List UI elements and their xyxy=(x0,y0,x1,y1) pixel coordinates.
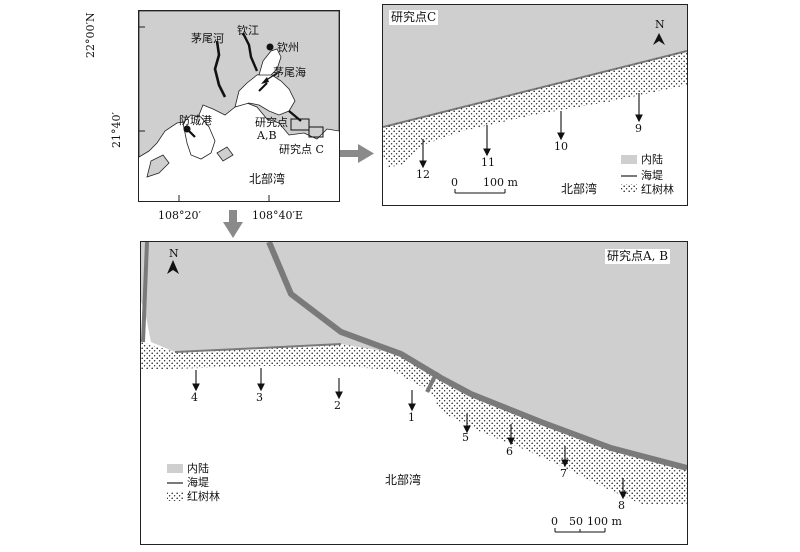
scale-mid: 50 xyxy=(569,515,583,528)
site-c-map xyxy=(383,5,687,194)
site-c-north: N xyxy=(655,18,665,31)
site-c-title: 研究点C xyxy=(389,10,439,26)
station-label: 8 xyxy=(618,499,625,512)
lon-label-left: 108°20′ xyxy=(158,209,201,222)
panel-site-c: 研究点C N 12 11 10 9 0 100 m 北部湾 内陆 海堤 红树林 xyxy=(382,4,688,206)
inset-coastline xyxy=(139,11,339,201)
legend-mangrove: 红树林 xyxy=(641,183,674,196)
connector-arrow-right xyxy=(330,144,374,163)
station-label: 5 xyxy=(462,431,469,444)
station-label: 3 xyxy=(256,391,263,404)
station-label: 11 xyxy=(481,156,495,169)
legend-land: 内陆 xyxy=(187,462,209,475)
site-ab-gulf: 北部湾 xyxy=(385,473,422,487)
site-ab-map xyxy=(141,242,687,533)
station-label: 7 xyxy=(560,467,567,480)
place-maoweihe: 茅尾河 xyxy=(191,32,224,45)
place-site-ab-2: A,B xyxy=(257,129,277,142)
station-label: 9 xyxy=(635,122,642,135)
legend-land: 内陆 xyxy=(641,153,663,166)
place-qinjiang: 钦江 xyxy=(237,24,259,37)
scale-zero: 0 xyxy=(551,515,558,528)
site-ab-title: 研究点A, B xyxy=(605,249,671,265)
station-label: 2 xyxy=(334,399,341,412)
scale-zero: 0 xyxy=(451,176,458,189)
lat-label-mid: 21°40′ xyxy=(110,112,123,148)
place-qinzhou: 钦州 xyxy=(277,41,299,54)
inset-map: 茅尾河 钦江 钦州 茅尾海 防城港 研究点 A,B 研究点 C 北部湾 xyxy=(138,10,340,202)
station-label: 12 xyxy=(416,168,430,181)
panel-site-ab: 研究点A, B N 4 3 2 1 5 6 7 8 0 50 100 m 北部湾… xyxy=(140,241,688,545)
scale-length: 100 m xyxy=(587,515,622,528)
legend-dike: 海堤 xyxy=(187,476,209,489)
connector-arrow-down xyxy=(223,210,243,238)
legend-mangrove: 红树林 xyxy=(187,490,220,503)
station-label: 6 xyxy=(506,445,513,458)
scale-length: 100 m xyxy=(483,176,518,189)
place-gulf: 北部湾 xyxy=(249,172,286,186)
station-label: 4 xyxy=(191,391,198,404)
place-maoweihai: 茅尾海 xyxy=(273,66,306,79)
lon-label-right: 108°40′E xyxy=(252,209,304,222)
place-site-c: 研究点 C xyxy=(279,143,324,156)
site-c-gulf: 北部湾 xyxy=(561,182,598,196)
place-site-ab-1: 研究点 xyxy=(255,116,288,129)
station-label: 10 xyxy=(554,140,568,153)
site-ab-north: N xyxy=(169,247,179,260)
lat-label-top: 22°00′N xyxy=(84,12,97,58)
place-fangchenggang: 防城港 xyxy=(179,114,212,127)
legend-dike: 海堤 xyxy=(641,169,663,182)
station-label: 1 xyxy=(408,411,415,424)
